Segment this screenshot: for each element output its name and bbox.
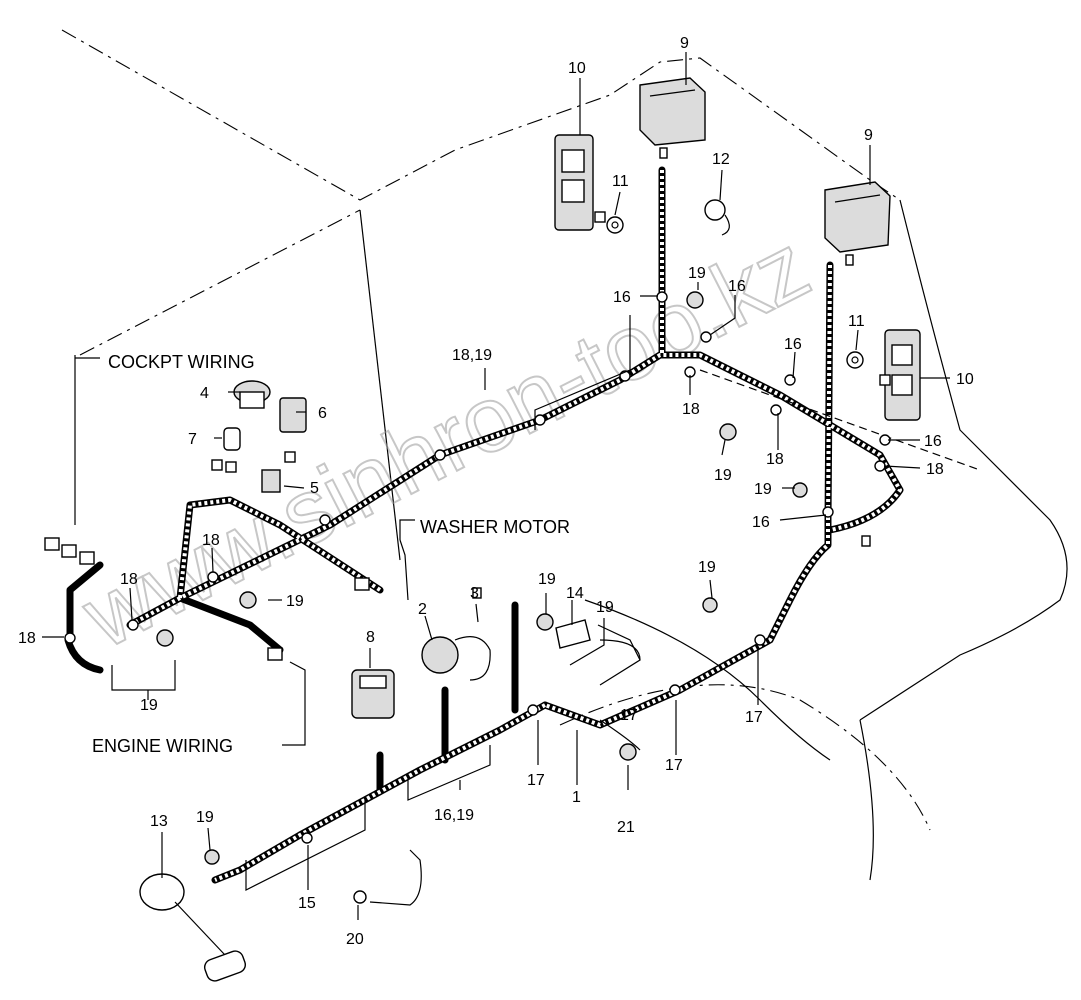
callout-16-c: 16 (784, 336, 802, 353)
leader-lines (42, 52, 950, 920)
worklight-left (639, 77, 706, 146)
callout-17-a: 17 (527, 772, 545, 789)
grommet-right (846, 351, 864, 369)
ground-cable (353, 849, 422, 906)
callout-2: 2 (418, 601, 427, 618)
callout-6: 6 (318, 405, 327, 422)
callout-21: 21 (617, 819, 635, 836)
callout-11-right: 11 (848, 313, 865, 330)
callout-14: 14 (566, 585, 584, 602)
wiring-harness (64, 166, 981, 884)
callout-16-b: 16 (728, 278, 746, 295)
callout-18-a: 18 (682, 401, 700, 418)
cockpit-wiring-label: COCKPT WIRING (108, 352, 255, 372)
callout-19-d: 19 (286, 593, 304, 610)
callout-13: 13 (150, 813, 168, 830)
callout-10-right: 10 (956, 371, 974, 388)
callout-19-c: 19 (754, 481, 772, 498)
callout-18-d: 18 (202, 532, 220, 549)
callout-3: 3 (470, 585, 479, 602)
callout-18-c: 18 (926, 461, 944, 478)
callout-19-b: 19 (714, 467, 732, 484)
relay (279, 397, 307, 433)
fuse-box (351, 669, 395, 719)
callout-16-19: 16,19 (434, 807, 474, 824)
switch-12 (704, 199, 730, 236)
callout-11-left: 11 (612, 173, 629, 190)
flasher (223, 427, 241, 451)
bolts (156, 291, 808, 865)
callout-19-g: 19 (596, 599, 614, 616)
nut (619, 743, 637, 761)
connectors (44, 147, 891, 661)
callout-10-left: 10 (568, 60, 586, 77)
callout-4: 4 (200, 385, 209, 402)
callout-17-c: 17 (745, 709, 763, 726)
callout-9-left: 9 (680, 35, 689, 52)
callout-5: 5 (310, 480, 319, 497)
callout-18-f: 18 (18, 630, 36, 647)
lamp-bracket-right (884, 329, 921, 421)
callout-19-h: 19 (698, 559, 716, 576)
callout-17-b: 17 (665, 757, 683, 774)
callout-16-d: 16 (924, 433, 942, 450)
callout-19-e: 19 (140, 697, 158, 714)
callout-16-e: 16 (752, 514, 770, 531)
relay-small (261, 469, 281, 493)
harness-clamps (64, 291, 891, 844)
lamp-bracket-left (554, 134, 594, 231)
callout-17-d: 17 (620, 707, 638, 724)
callout-15: 15 (298, 895, 316, 912)
cab-outline (61, 29, 1068, 881)
worklight-right (824, 181, 891, 253)
callout-18-19: 18,19 (452, 347, 492, 364)
rear-lamp (139, 873, 247, 982)
buzzer (233, 380, 271, 409)
washer-motor-label: WASHER MOTOR (420, 517, 570, 537)
callout-18-b: 18 (766, 451, 784, 468)
callout-19-f: 19 (538, 571, 556, 588)
horn (421, 636, 491, 681)
callout-18-e: 18 (120, 571, 138, 588)
callout-7: 7 (188, 431, 197, 448)
engine-wiring-label: ENGINE WIRING (92, 736, 233, 756)
callout-16-a: 16 (613, 289, 631, 306)
section-labels: COCKPT WIRING ENGINE WIRING WASHER MOTOR (92, 352, 570, 756)
callout-8: 8 (366, 629, 375, 646)
callout-12: 12 (712, 151, 730, 168)
callout-1: 1 (572, 789, 581, 806)
callout-labels: 1 2 3 4 5 6 7 8 9 9 10 10 11 11 12 13 14… (18, 35, 974, 948)
callout-20: 20 (346, 931, 364, 948)
callout-19-i: 19 (196, 809, 214, 826)
callout-9-right: 9 (864, 127, 873, 144)
callout-19-a: 19 (688, 265, 706, 282)
grommet-left (606, 216, 624, 234)
washer-tank-bracket (555, 619, 591, 649)
